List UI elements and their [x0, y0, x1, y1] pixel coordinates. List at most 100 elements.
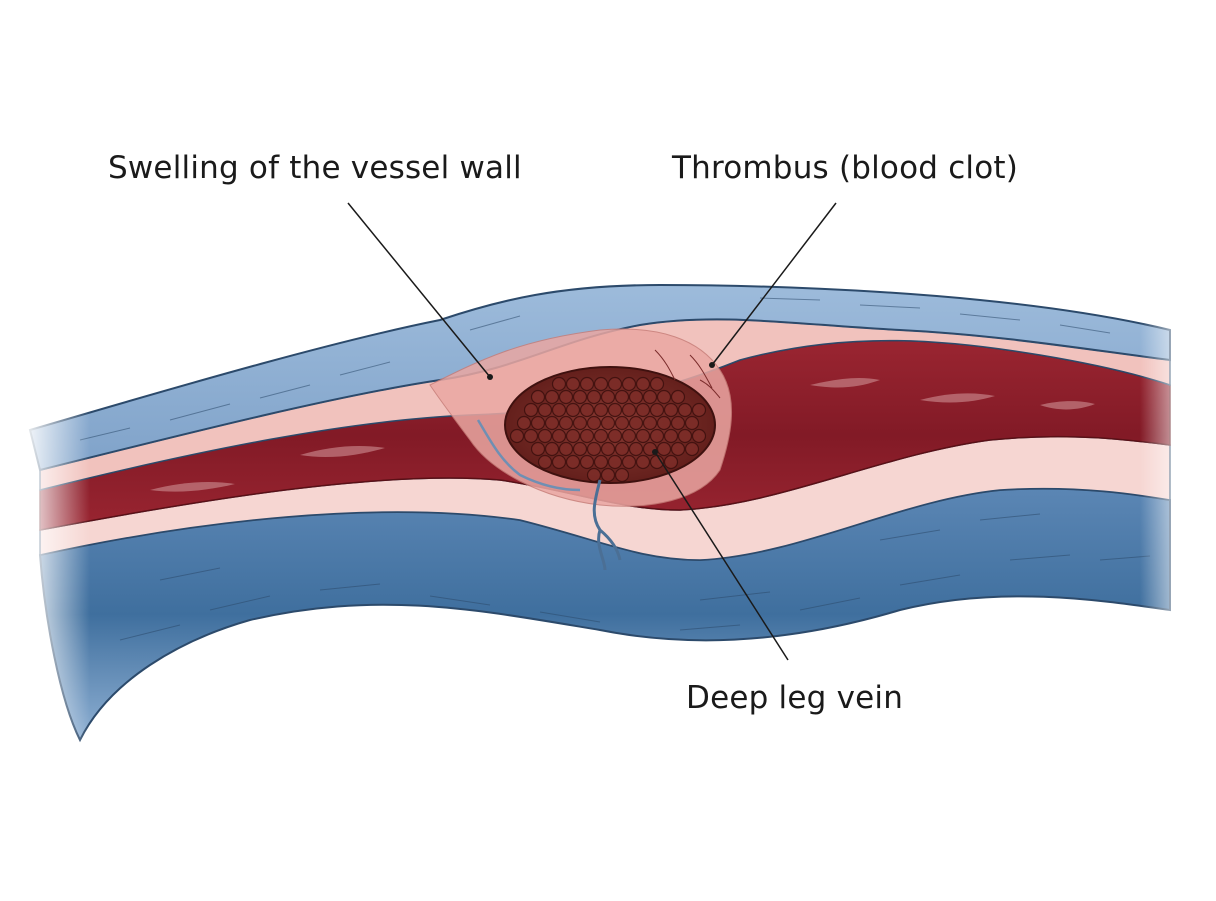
clot-cell	[565, 428, 581, 444]
clot-cell	[572, 441, 588, 457]
clot-cell	[621, 402, 637, 418]
clot-cell	[586, 441, 602, 457]
label-deep-leg-vein: Deep leg vein	[686, 680, 904, 716]
leader-dot-vein	[652, 449, 658, 455]
leader-line-swelling	[347, 202, 491, 378]
clot-cell	[628, 389, 644, 405]
clot-cell	[586, 389, 602, 405]
vessel-branch-left	[476, 419, 581, 492]
clot-cell	[544, 415, 560, 431]
clot-cell	[551, 402, 567, 418]
clot-cell	[670, 389, 686, 405]
clot-cell	[579, 402, 595, 418]
clot-cell	[621, 428, 637, 444]
clot-cell	[649, 402, 665, 418]
clot-cell	[551, 428, 567, 444]
thrombus-clot	[504, 366, 716, 484]
clot-cell	[649, 428, 665, 444]
clot-cell	[544, 389, 560, 405]
clot-cell	[670, 415, 686, 431]
clot-cell	[537, 428, 553, 444]
clot-cell	[607, 454, 623, 470]
clot-cell	[614, 467, 630, 483]
clot-cell	[593, 454, 609, 470]
clot-cell	[544, 441, 560, 457]
blood-highlights	[150, 377, 1095, 492]
clot-cell	[565, 376, 581, 392]
clot-cell	[523, 428, 539, 444]
clot-cell	[537, 454, 553, 470]
clot-cell	[628, 415, 644, 431]
clot-cell	[677, 428, 693, 444]
clot-cell	[607, 402, 623, 418]
clot-cell	[656, 441, 672, 457]
clot-cell	[684, 441, 700, 457]
label-thrombus: Thrombus (blood clot)	[672, 150, 1019, 186]
left-edge-fade	[20, 300, 90, 760]
clot-cell	[565, 402, 581, 418]
clot-cell	[579, 428, 595, 444]
clot-cell	[621, 454, 637, 470]
clot-cell	[600, 467, 616, 483]
clot-cell	[621, 376, 637, 392]
clot-cell	[579, 454, 595, 470]
clot-cell	[593, 376, 609, 392]
clot-cell	[663, 402, 679, 418]
clot-cell	[530, 389, 546, 405]
leader-dot-swelling	[487, 374, 493, 380]
clot-cell	[558, 415, 574, 431]
clot-cell	[600, 389, 616, 405]
vessel-branch-lower	[592, 479, 622, 571]
clot-cell	[656, 389, 672, 405]
clot-cell	[593, 428, 609, 444]
clot-cell	[684, 415, 700, 431]
clot-cell	[551, 376, 567, 392]
leader-dot-thrombus	[709, 362, 715, 368]
clot-cell	[649, 376, 665, 392]
clot-cell	[600, 441, 616, 457]
clot-cell	[635, 402, 651, 418]
clot-cell	[530, 441, 546, 457]
clot-cell	[558, 441, 574, 457]
clot-cell	[593, 402, 609, 418]
clot-cell	[572, 389, 588, 405]
clot-cell	[530, 415, 546, 431]
clot-cell	[628, 441, 644, 457]
clot-cell	[635, 454, 651, 470]
right-edge-fade	[1140, 300, 1200, 640]
wall-texture	[79, 297, 1151, 641]
leader-line-thrombus	[711, 202, 837, 366]
leader-line-vein	[654, 451, 789, 661]
clot-cell	[642, 415, 658, 431]
clot-cell	[586, 415, 602, 431]
clot-cell	[670, 441, 686, 457]
clot-cell	[600, 415, 616, 431]
clot-cell	[663, 428, 679, 444]
clot-cell	[691, 402, 707, 418]
clot-cell	[565, 454, 581, 470]
clot-cell	[551, 454, 567, 470]
clot-cell	[537, 402, 553, 418]
clot-cell	[677, 402, 693, 418]
clot-cell	[607, 428, 623, 444]
clot-cell	[642, 389, 658, 405]
clot-cell	[635, 428, 651, 444]
clot-cell	[656, 415, 672, 431]
clot-cell	[523, 402, 539, 418]
clot-cell	[663, 454, 679, 470]
label-swelling: Swelling of the vessel wall	[108, 150, 522, 186]
clot-cell	[516, 415, 532, 431]
clot-cell	[607, 376, 623, 392]
clot-cell	[558, 389, 574, 405]
clot-cell	[691, 428, 707, 444]
clot-cell	[572, 415, 588, 431]
clot-cell	[509, 428, 525, 444]
capillary-upper	[654, 349, 721, 399]
clot-cell	[586, 467, 602, 483]
clot-cell	[635, 376, 651, 392]
clot-cell	[579, 376, 595, 392]
clot-cell	[614, 389, 630, 405]
clot-cell	[614, 441, 630, 457]
